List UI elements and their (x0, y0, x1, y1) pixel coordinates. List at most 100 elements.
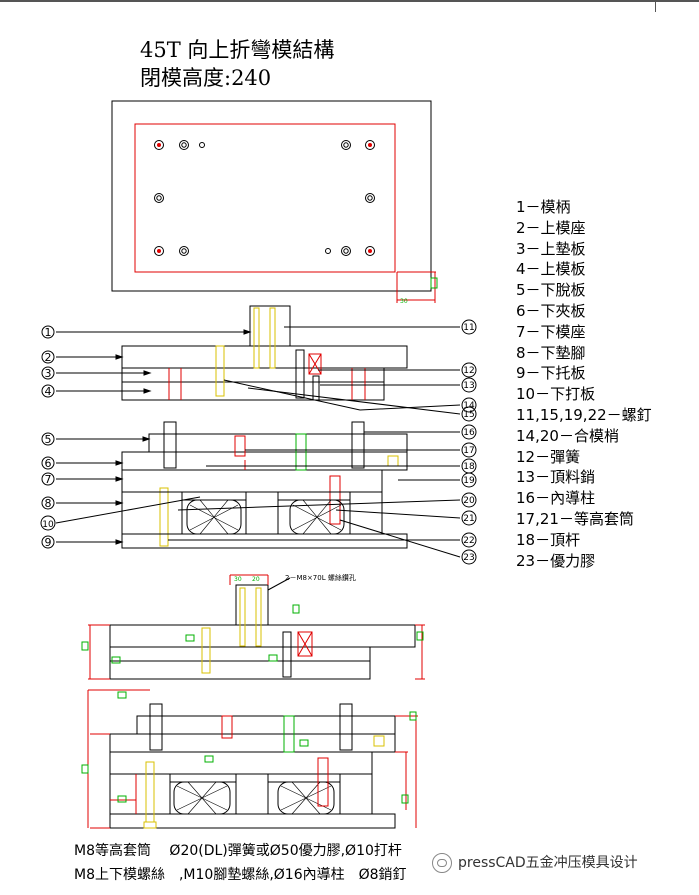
hole (154, 246, 164, 256)
callout-14: 14 (461, 397, 477, 413)
callout-8: 8 (41, 496, 55, 510)
hole (365, 246, 375, 256)
hole-mark (157, 143, 161, 147)
hole (365, 193, 375, 203)
svg-text:21: 21 (463, 514, 474, 524)
svg-text:14: 14 (463, 401, 475, 411)
svg-text:12: 12 (463, 366, 474, 376)
legend-item: 10－下打板 (516, 385, 596, 404)
hole (199, 142, 205, 148)
callout-18: 18 (461, 458, 477, 474)
svg-text:7: 7 (45, 473, 52, 486)
svg-text:10: 10 (42, 520, 54, 530)
callout-20: 20 (461, 492, 477, 508)
callout-13: 13 (461, 377, 477, 393)
hole-inner (181, 248, 187, 254)
leaders-right (168, 326, 461, 558)
callout-5: 5 (41, 432, 55, 446)
legend-item: 7－下模座 (516, 322, 586, 341)
top-border-line (0, 0, 699, 2)
svg-text:4: 4 (45, 385, 52, 398)
svg-text:11: 11 (463, 323, 474, 333)
top-view-outer-plate (111, 100, 432, 292)
hole (154, 193, 164, 203)
legend-item: 5－下脫板 (516, 281, 586, 300)
spec-note-line1: M8等高套筒 Ø20(DL)彈簧或Ø50優力膠,Ø10打杆 (74, 843, 402, 859)
legend-item: 17,21－等高套筒 (516, 509, 634, 528)
callouts-left: 1 2 3 4 5 6 7 8 10 9 (40, 325, 56, 549)
parts-legend: 1－模柄 2－上模座 3－上墊板 4－上模板 5－下脫板 6－下夾板 7－下模座… (516, 197, 652, 571)
svg-text:20: 20 (463, 496, 475, 506)
wechat-icon (432, 853, 452, 873)
callout-6: 6 (41, 456, 55, 470)
hole (325, 248, 331, 254)
legend-item: 3－上墊板 (516, 239, 586, 258)
legend-item: 12－彈簧 (516, 447, 581, 466)
hole (341, 246, 351, 256)
legend-item: 2－上模座 (516, 218, 586, 237)
part-upper-die-base (121, 345, 408, 369)
part-lower-die-base (121, 469, 383, 493)
callout-19: 19 (461, 472, 477, 488)
spec-note-line2: M8上下模螺絲 ,M10腳墊螺絲,Ø16內導柱 Ø8銷釘 (74, 867, 407, 883)
hole-inner (343, 248, 349, 254)
hole-mark (368, 143, 372, 147)
callout-2: 2 (41, 350, 55, 364)
urethane-pads (186, 499, 345, 535)
screw-note: 2－M8×70L 螺絲鑽孔 (285, 573, 356, 582)
dim-mark (430, 277, 438, 289)
svg-text:16: 16 (463, 428, 475, 438)
legend-item: 23－優力膠 (516, 551, 596, 570)
drawing-title: 45T 向上折彎模結構 (140, 38, 335, 62)
top-view-dimension (396, 271, 436, 303)
legend-item: 16－內導柱 (516, 489, 596, 508)
upper-screw (253, 307, 276, 369)
hole (154, 140, 164, 150)
legend-item: 14,20－合模梢 (516, 426, 619, 445)
top-view: 30 (111, 100, 438, 305)
legend-item: 8－下墊腳 (516, 343, 586, 362)
part-lower-spacer-mid (245, 491, 279, 535)
hole (341, 140, 351, 150)
svg-text:2: 2 (45, 351, 52, 364)
closed-height-label: 閉模高度:240 (140, 66, 272, 90)
hole (365, 140, 375, 150)
legend-item: 6－下夾板 (516, 301, 586, 320)
top-border-tick (655, 0, 656, 12)
callout-21: 21 (461, 510, 477, 526)
watermark-text: pressCAD五金冲压模具设计 (458, 855, 638, 871)
legend-item: 13－頂料銷 (516, 468, 596, 487)
legend-item: 1－模柄 (516, 198, 571, 216)
callouts-right: 11 12 13 14 15 16 17 18 19 20 21 22 23 (461, 319, 477, 565)
hole (179, 140, 189, 150)
svg-text:22: 22 (463, 536, 474, 546)
svg-text:15: 15 (463, 410, 474, 420)
callout-11: 11 (461, 319, 477, 335)
hole-mark (157, 249, 161, 253)
svg-text:1: 1 (45, 326, 52, 339)
leaders-left (55, 329, 252, 545)
dim-label: 20 (252, 576, 260, 583)
callout-17: 17 (461, 442, 477, 458)
callout-7: 7 (41, 472, 55, 486)
dim-label: 30 (400, 298, 408, 305)
hole-inner (343, 142, 349, 148)
hole-inner (181, 142, 187, 148)
svg-text:5: 5 (45, 433, 52, 446)
svg-text:6: 6 (45, 457, 52, 470)
callout-1: 1 (41, 325, 55, 339)
hole-mark (368, 249, 372, 253)
hole-inner (367, 195, 373, 201)
legend-item: 18－頂杆 (516, 530, 581, 549)
svg-text:17: 17 (463, 446, 474, 456)
section-view (55, 305, 461, 558)
svg-text:13: 13 (463, 381, 474, 391)
callout-4: 4 (41, 384, 55, 398)
svg-text:9: 9 (45, 536, 52, 549)
callout-10: 10 (40, 515, 56, 531)
hole-inner (156, 195, 162, 201)
part-stripper (148, 433, 408, 453)
legend-item: 11,15,19,22－螺釘 (516, 405, 652, 424)
callout-15: 15 (461, 406, 477, 422)
